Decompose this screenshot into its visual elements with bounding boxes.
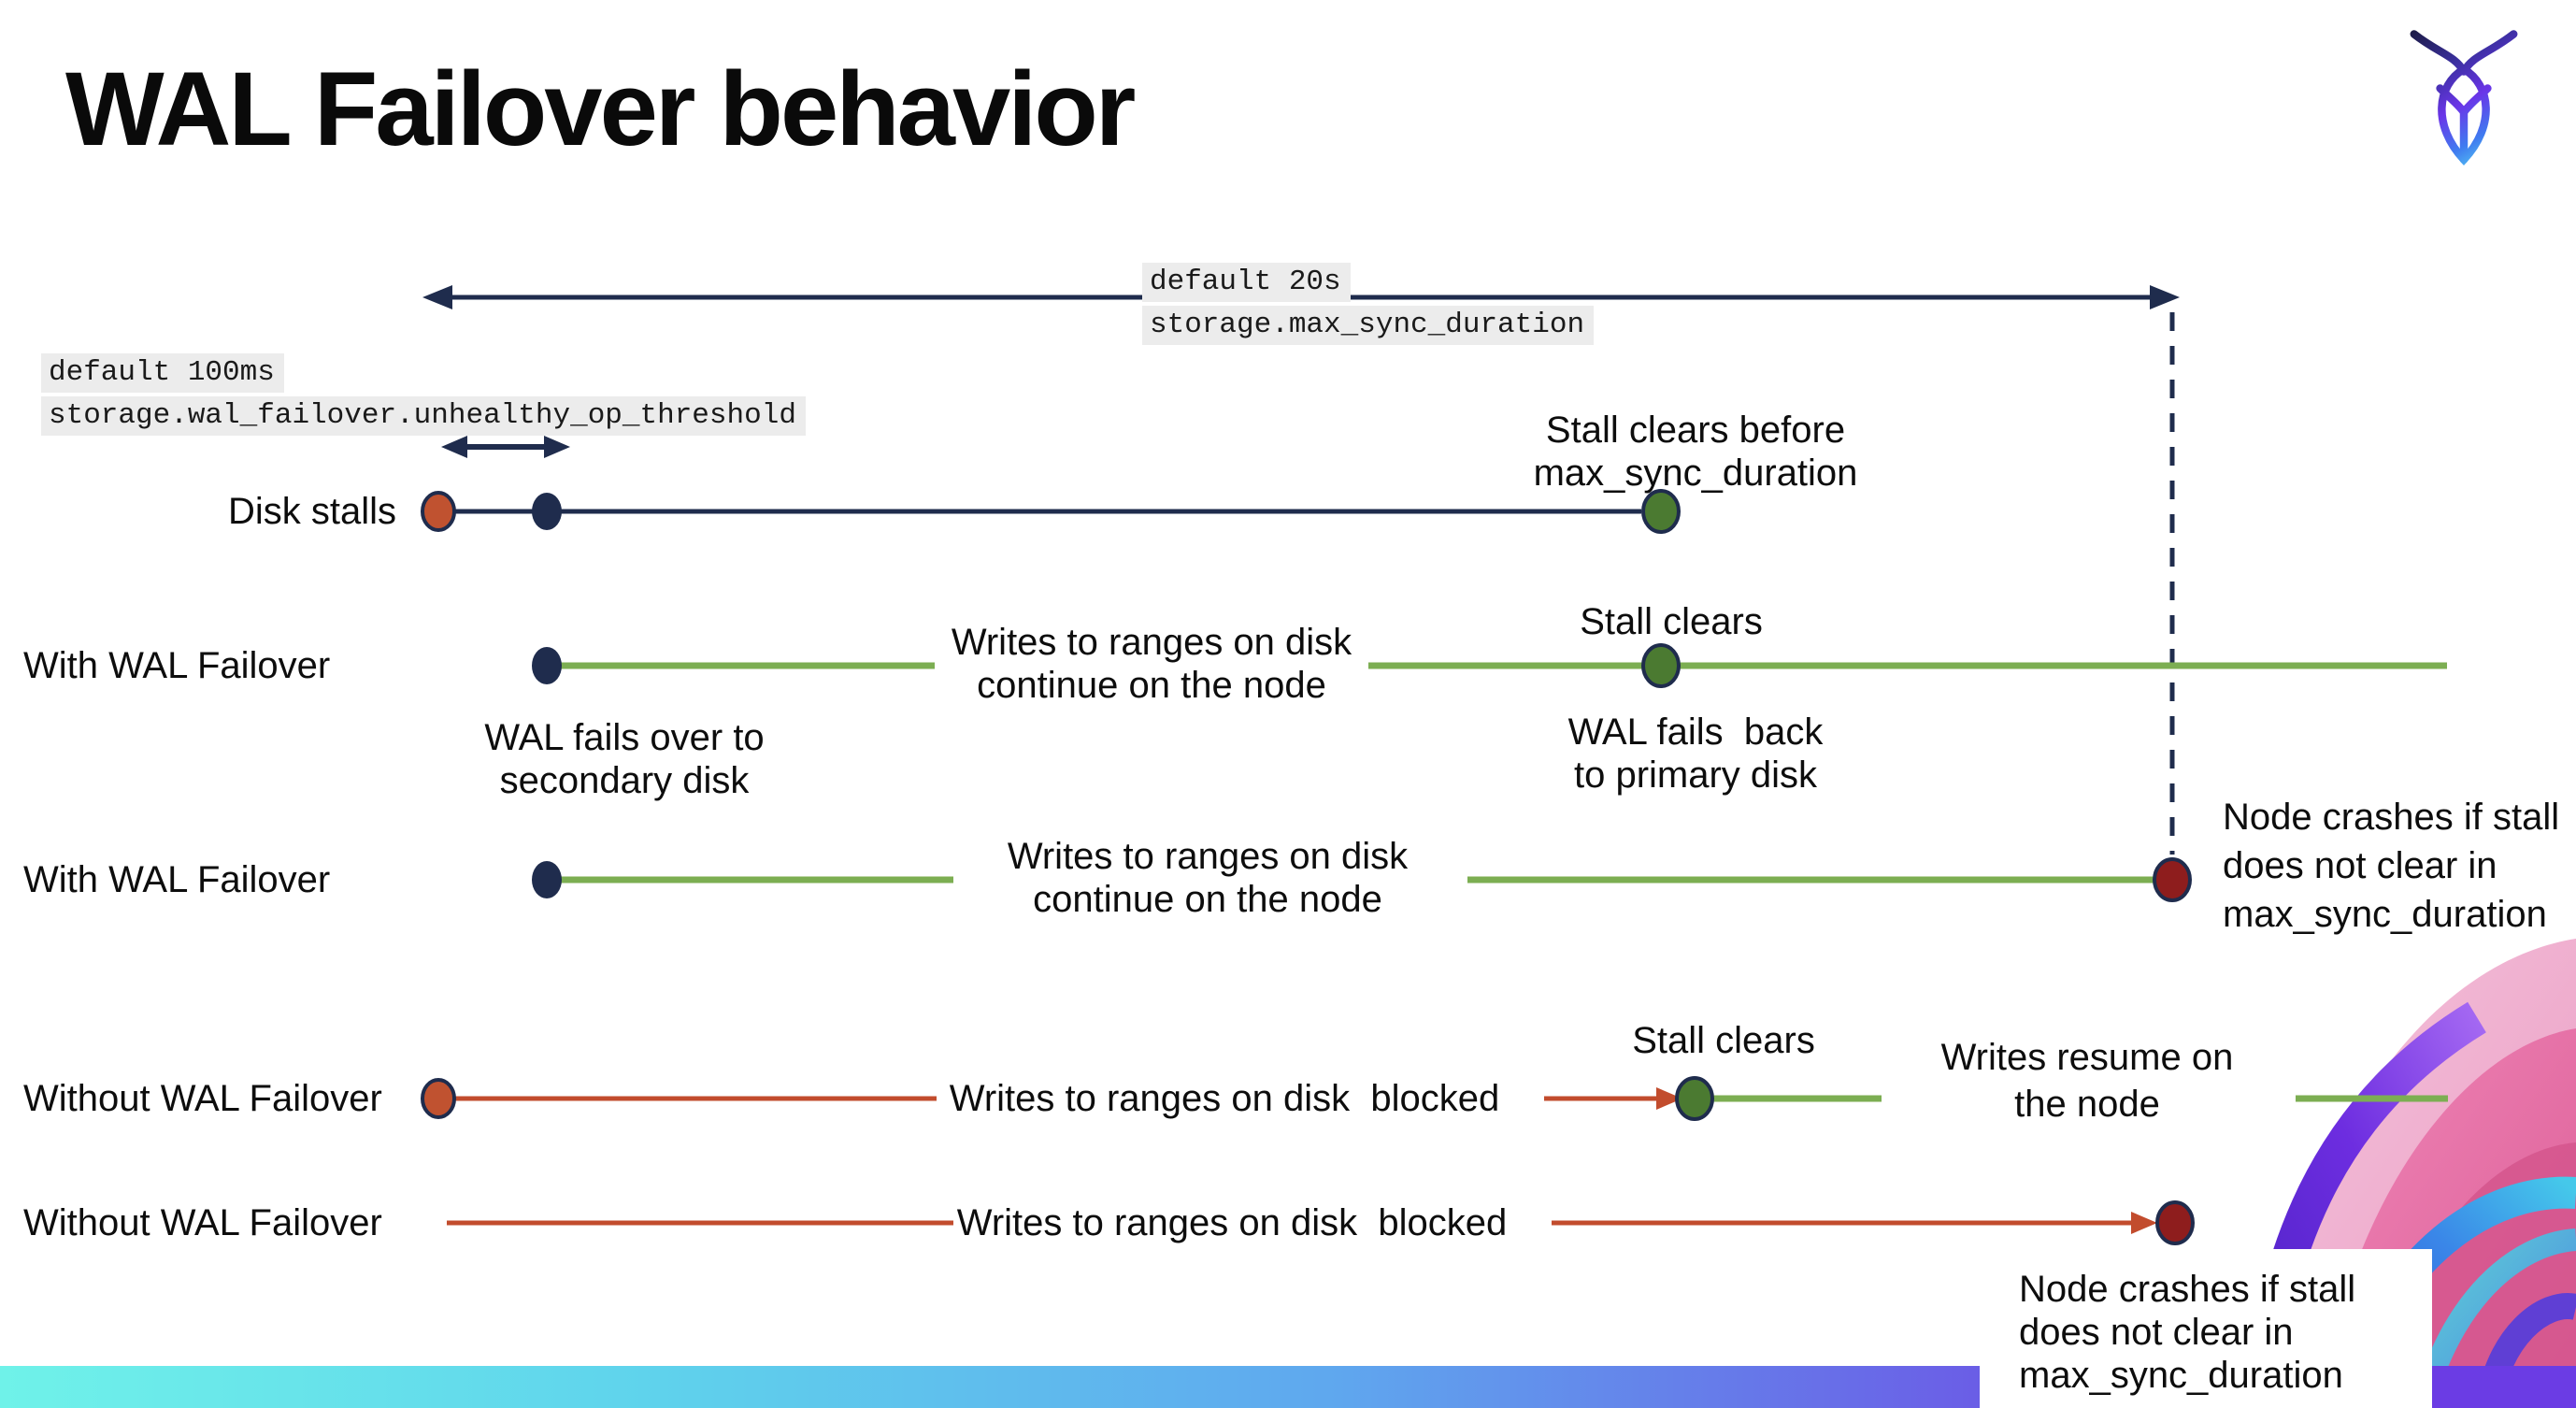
- max-sync-duration-label: default 20s storage.max_sync_duration: [1142, 263, 1595, 349]
- row-label-without-wal-failover: Without WAL Failover: [23, 1078, 382, 1119]
- crash-callout-box: [1980, 1249, 2432, 1408]
- setting-default-value: default 20s: [1142, 263, 1351, 302]
- cockroachdb-logo-icon: [2410, 30, 2518, 165]
- setting-default-value: default 100ms: [41, 353, 284, 393]
- stall-clear-dot: [1641, 643, 1681, 688]
- note-stall-clears: Stall clears: [1632, 1020, 1815, 1061]
- stall-start-dot: [421, 1078, 456, 1119]
- threshold-dot: [532, 493, 562, 530]
- row-label-with-wal-failover: With WAL Failover: [23, 859, 331, 900]
- row-label-without-wal-failover: Without WAL Failover: [23, 1202, 382, 1243]
- note-node-crashes: Node crashes if stall does not clear in …: [2223, 797, 2560, 935]
- arrowhead-right-icon: [1656, 1087, 1682, 1110]
- unhealthy-op-threshold-label: default 100ms storage.wal_failover.unhea…: [41, 353, 806, 439]
- crash-dot: [2155, 1200, 2195, 1245]
- note-writes-resume: Writes resume on the node: [1940, 1037, 2234, 1125]
- row-label-with-wal-failover: With WAL Failover: [23, 645, 331, 686]
- note-stall-clears-before: Stall clears before max_sync_duration: [1533, 409, 1858, 494]
- failover-dot: [532, 861, 562, 898]
- note-node-crashes: Node crashes if stall does not clear in …: [2019, 1269, 2356, 1396]
- stall-start-dot: [421, 491, 456, 532]
- arrowhead-right-icon: [2131, 1212, 2157, 1234]
- crash-dot: [2153, 857, 2192, 902]
- stall-clear-dot: [1675, 1076, 1714, 1121]
- note-writes-blocked: Writes to ranges on disk blocked: [949, 1078, 1500, 1119]
- setting-name: storage.max_sync_duration: [1142, 306, 1595, 345]
- row-label-disk-stalls: Disk stalls: [228, 491, 397, 532]
- note-writes-continue: Writes to ranges on disk continue on the…: [1007, 836, 1409, 920]
- arrowhead-left-icon: [441, 436, 467, 458]
- failover-dot: [532, 647, 562, 684]
- arrowhead-right-icon: [2150, 285, 2180, 309]
- page-title: WAL Failover behavior: [65, 50, 1136, 167]
- setting-name: storage.wal_failover.unhealthy_op_thresh…: [41, 396, 806, 436]
- note-wal-fails-over: WAL fails over to secondary disk: [484, 717, 765, 801]
- note-writes-continue: Writes to ranges on disk continue on the…: [951, 622, 1352, 706]
- note-writes-blocked: Writes to ranges on disk blocked: [956, 1202, 1508, 1243]
- arrowhead-right-icon: [544, 436, 570, 458]
- arrowhead-left-icon: [422, 285, 452, 309]
- logo-y-right: [2459, 84, 2492, 117]
- note-wal-fails-back: WAL fails back to primary disk: [1567, 711, 1824, 796]
- note-stall-clears: Stall clears: [1580, 601, 1763, 642]
- stall-clear-dot: [1641, 489, 1681, 534]
